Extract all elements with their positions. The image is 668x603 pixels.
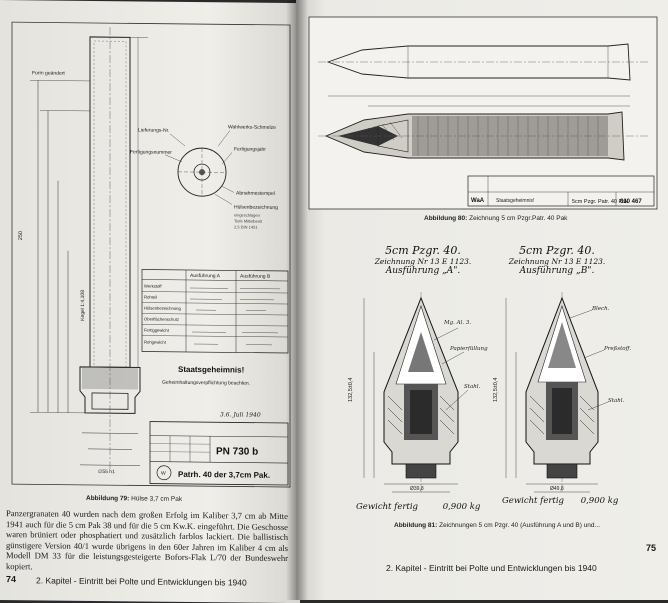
drawing-a-heading: 5cm Pzgr. 40. Zeichnung Nr 13 E 1123. Au… <box>358 244 488 276</box>
drawing-a-number: Zeichnung Nr 13 E 1123. <box>358 257 488 266</box>
svg-text:eingeschlagen: eingeschlagen <box>234 212 260 217</box>
casing-drawing: Form geändert 250 Kegel 1:4,108 ∅55 h1 <box>10 20 295 493</box>
part-number: PN 730 b <box>216 446 258 457</box>
waa-label: WaA <box>471 198 485 204</box>
table-header-a: Ausführung A <box>190 273 221 279</box>
drawing-b-title: 5cm Pzgr. 40. <box>492 244 622 257</box>
drawing-b-number: Zeichnung Nr 13 E 1123. <box>492 257 622 266</box>
caption-label: Abbildung 79: <box>86 495 129 502</box>
dim-taper: Kegel 1:4,108 <box>80 290 86 321</box>
dim-length: 250 <box>18 231 24 240</box>
drawing-date: 3.6. Juli 1940 <box>220 411 261 418</box>
caption-label: Abbildung 80: <box>424 215 467 222</box>
table-row-label: Oberflächenschutz <box>144 317 179 322</box>
page-number-left: 74 <box>6 574 16 584</box>
dim-base-diameter: ∅55 h1 <box>98 469 115 475</box>
callout-fertigungsjahr: Fertigungsjahr <box>234 146 266 152</box>
table-row-label: Hülsenbezeichnung <box>144 306 181 311</box>
figure-caption-81: Abbildung 81: Zeichnungen 5 cm Pzgr. 40 … <box>394 522 600 529</box>
svg-text:Ø49,8: Ø49,8 <box>550 486 564 492</box>
callout-schmelze: Wahlwerks-Schmelze <box>228 124 276 131</box>
chapter-footer-right: 2. Kapitel - Eintritt bei Polte und Entw… <box>386 563 597 573</box>
spec-table: Ausführung A Ausführung B Werkstoff Roht… <box>142 269 288 353</box>
table-row-label: Fertiggewicht <box>144 328 170 333</box>
caption-text: Zeichnung 5 cm Pzgr.Patr. 40 Pak <box>469 215 567 222</box>
weight-value-b: 0,900 kg <box>581 496 619 506</box>
drawing-b-heading: 5cm Pzgr. 40. Zeichnung Nr 13 E 1123. Au… <box>492 244 622 276</box>
title-block: W PN 730 b Patrh. 40 der 3,7cm Pak. <box>150 422 288 485</box>
svg-text:Ø39,8: Ø39,8 <box>410 486 424 492</box>
projectile-section-a: 132,5±0,4 Ø39,8 Mg. Al. 3. Papierfüllung… <box>346 292 496 502</box>
caption-label: Abbildung 81: <box>394 522 437 529</box>
svg-text:Tiefe Mittelbeirit: Tiefe Mittelbeirit <box>234 218 263 223</box>
top-part-number: 010 467 <box>620 199 642 205</box>
drawing-a-title: 5cm Pzgr. 40. <box>358 244 488 257</box>
weight-value-a: 0,900 kg <box>443 502 481 512</box>
body-paragraph: Panzergranaten 40 wurden nach dem großen… <box>6 508 288 575</box>
svg-text:132,5±0,4: 132,5±0,4 <box>493 378 499 402</box>
left-page: Form geändert 250 Kegel 1:4,108 ∅55 h1 <box>0 0 300 603</box>
figure-caption-80: Abbildung 80: Zeichnung 5 cm Pzgr.Patr. … <box>424 215 567 222</box>
secret-stamp-title: Staatsgeheimnis! <box>178 365 244 375</box>
drawing-a-weight: Gewicht fertig 0,900 kg <box>356 502 480 512</box>
projectile-drawing-top: WaA Staatsgeheimnis! 5cm Pzgr. Patr. 40 … <box>308 16 660 212</box>
table-row-label: Rohgewicht <box>144 340 167 345</box>
drawing-a-variant: Ausführung „A". <box>358 266 488 276</box>
right-page: WaA Staatsgeheimnis! 5cm Pzgr. Patr. 40 … <box>296 0 668 600</box>
weight-label-b: Gewicht fertig <box>502 496 564 506</box>
weight-label-a: Gewicht fertig <box>356 502 418 512</box>
dim-form-geaendert: Form geändert <box>32 70 65 76</box>
label-pressstoff: Preßstoff. <box>603 346 631 352</box>
svg-text:W: W <box>161 471 166 477</box>
drawing-b-variant: Ausführung „B". <box>492 266 622 276</box>
part-designation: Patrh. 40 der 3,7cm Pak. <box>178 470 270 480</box>
secret-stamp-subtitle: Geheimhaltungsverpflichtung beachten. <box>162 380 250 387</box>
label-stahl-b: Stahl. <box>608 398 625 404</box>
label-mg-al: Mg. Al. 3. <box>443 320 471 326</box>
chapter-footer-left: 2. Kapitel - Eintritt bei Polte und Entw… <box>36 575 247 587</box>
callout-huelsenbezeichnung: Hülsenbezeichnung <box>234 204 278 210</box>
table-header-b: Ausführung B <box>240 274 271 280</box>
projectile-section-b: 132,5±0,4 Ø49,8 Blech. Preßstoff. Stahl. <box>492 292 642 502</box>
table-row-label: Rohteil <box>144 295 157 300</box>
caption-text: Hülse 3,7 cm Pak <box>131 495 182 503</box>
drawing-b-weight: Gewicht fertig 0,900 kg <box>502 496 618 506</box>
figure-caption-79: Abbildung 79: Hülse 3,7 cm Pak <box>86 495 182 503</box>
callout-abnahmestempel: Abnahmestempel <box>236 190 275 196</box>
label-stahl-a: Stahl. <box>464 384 481 390</box>
svg-text:132,5±0,4: 132,5±0,4 <box>348 378 354 402</box>
top-secret-label: Staatsgeheimnis! <box>496 198 534 204</box>
svg-text:2,5 DIN 1451: 2,5 DIN 1451 <box>234 224 258 229</box>
caption-text: Zeichnungen 5 cm Pzgr. 40 (Ausführung A … <box>439 522 600 529</box>
callout-lieferung: Lieferungs-Nr. <box>138 127 169 133</box>
label-papierfuellung: Papierfüllung <box>449 346 488 352</box>
callout-fertigungsnummer: Fertigungsnummer <box>130 149 172 155</box>
label-blech: Blech. <box>591 306 610 312</box>
page-number-right: 75 <box>646 543 656 553</box>
table-row-label: Werkstoff <box>144 284 162 289</box>
